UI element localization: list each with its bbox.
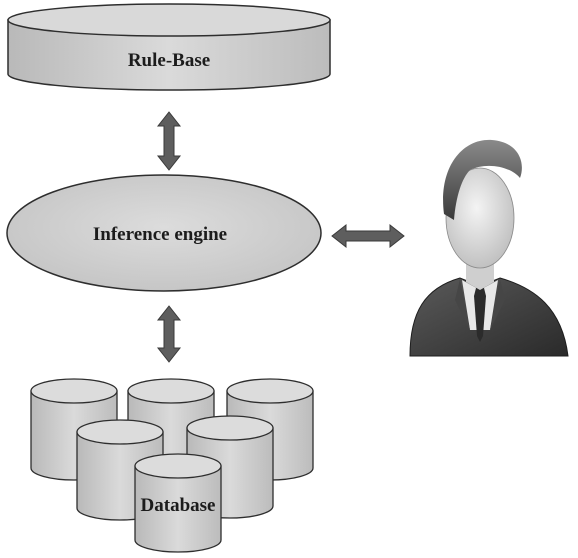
inference-engine-node: Inference engine (6, 174, 322, 292)
database-cylinder-icon (134, 453, 222, 553)
database-cluster: Database (30, 378, 314, 553)
engine-database-arrow (156, 305, 182, 363)
database-label: Database (141, 495, 216, 516)
rulebase-engine-arrow (156, 111, 182, 171)
inference-engine-label: Inference engine (93, 224, 227, 245)
engine-user-arrow (331, 223, 405, 249)
rule-base-label: Rule-Base (128, 50, 210, 71)
rule-base-disk: Rule-Base (7, 3, 331, 91)
user-businessman-icon (409, 139, 569, 357)
